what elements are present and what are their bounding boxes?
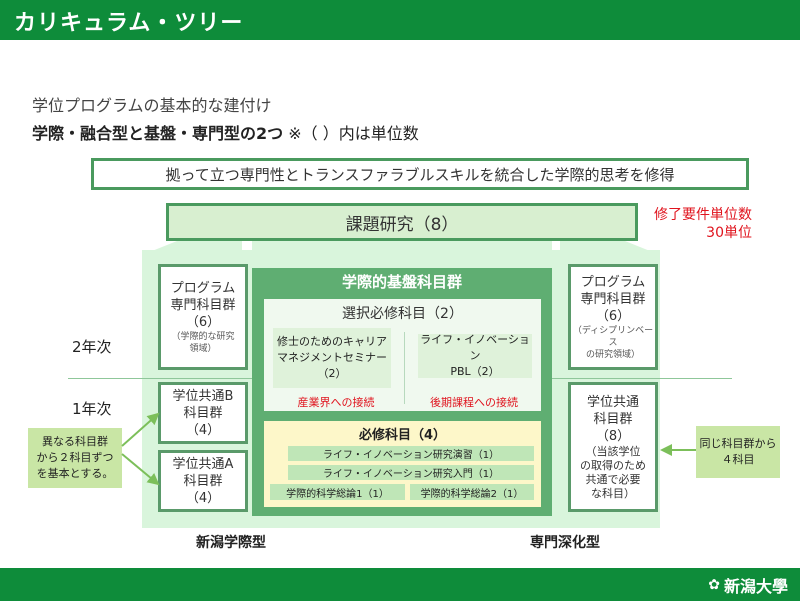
required-title: 必修科目（4） [358,428,447,443]
right-common-l7: な科目） [591,486,635,500]
left-common-a-l1: 学位共通A [172,456,234,472]
elective-title: 選択必修科目（2） [342,306,463,322]
elective-divider [404,332,405,404]
right-program-s2: の研究領域） [585,349,640,360]
intro-line1: 学位プログラムの基本的な建付け [32,96,272,115]
requirement-line1: 修了要件単位数 [654,207,752,223]
right-common-l6: 共通で必要 [585,472,641,486]
course2-l2: PBL（2） [450,365,500,378]
emblem-icon: ✿ [708,577,720,593]
right-common-l5: の取得のため [580,458,646,472]
right-note-arrow [660,444,696,456]
goal-box: 拠って立つ専門性とトランスファラブルスキルを統合した学際的思考を修得 [91,158,749,190]
right-program-s1: （ディシプリンベース [572,325,654,348]
course1-l2: マネジメントセミナー [277,351,387,364]
left-note-box: 異なる科目群 から２科目ずつ を基本とする。 [28,428,122,488]
required-item-science2: 学際的科学総論2（1） [410,484,534,500]
right-common-l1: 学位共通 [586,394,639,410]
university-logo-text: 新潟大學 [723,577,788,596]
link-industry: 産業界への接続 [297,396,375,409]
center-title: 学際的基盤科目群 [341,273,462,291]
link-doctoral: 後期課程への接続 [430,396,518,409]
right-common-l3: （8） [595,428,631,444]
year2-label: 2年次 [72,338,112,356]
left-common-b-l2: 科目群 [183,405,223,421]
left-program-l1: プログラム [170,280,236,296]
left-program-l2: 専門科目群 [170,297,236,313]
right-program-l1: プログラム [580,274,646,290]
course1-l3: （2） [317,367,347,380]
intro-line2-rest: ※（ ）内は単位数 [288,124,419,143]
required-item-science1: 学際的科学総論1（1） [270,484,405,500]
required-item-intro: ライフ・イノベーション研究入門（1） [288,465,534,480]
left-common-b-l1: 学位共通B [172,388,234,404]
year1-label: 1年次 [72,400,112,418]
left-common-b-l3: （4） [185,422,221,438]
left-program-s2: 領域） [189,343,217,354]
left-note-l3: を基本とする。 [36,467,114,480]
requirement-note: 修了要件単位数 30単位 [654,206,752,242]
page-title: カリキュラム・ツリー [14,11,244,36]
elective-course-career-seminar: 修士のためのキャリア マネジメントセミナー （2） [273,328,391,388]
left-common-b-box: 学位共通B 科目群 （4） [158,382,248,444]
footer-bar [0,568,800,601]
left-type-label: 新潟学際型 [196,535,266,551]
left-common-a-l2: 科目群 [183,473,223,489]
left-note-l1: 異なる科目群 [42,435,108,448]
elective-course-pbl: ライフ・イノベーション PBL（2） [418,333,532,378]
header-bar [0,0,800,40]
left-note-l2: から２科目ずつ [36,451,114,464]
left-common-a-box: 学位共通A 科目群 （4） [158,450,248,512]
left-note-arrows [121,412,160,486]
university-logo: ✿ 新潟大學 [708,573,788,597]
right-common-box: 学位共通 科目群 （8） （当該学位 の取得のため 共通で必要 な科目） [568,382,658,512]
requirement-line2: 30単位 [706,225,752,241]
right-common-l4: （当該学位 [585,444,641,458]
intro-line2: 学際・融合型と基盤・専門型の2つ ※（ ）内は単位数 [32,120,419,144]
left-common-a-l3: （4） [185,490,221,506]
right-common-l2: 科目群 [593,411,633,427]
course1-l1: 修士のためのキャリア [277,335,387,348]
left-program-l3: （6） [185,314,221,330]
left-program-s1: （学際的な研究 [171,331,235,342]
course2-l1: ライフ・イノベーション [420,333,530,362]
required-item-seminar: ライフ・イノベーション研究演習（1） [288,446,534,461]
right-note-l2: ４科目 [721,453,755,466]
right-program-l3: （6） [595,308,631,324]
research-box: 課題研究（8） [166,203,638,241]
left-program-box: プログラム 専門科目群 （6） （学際的な研究 領域） [158,264,248,370]
right-note-l1: 同じ科目群から [699,437,777,450]
right-note-box: 同じ科目群から ４科目 [696,426,780,478]
right-program-box: プログラム 専門科目群 （6） （ディシプリンベース の研究領域） [568,264,658,370]
right-program-l2: 専門科目群 [580,291,646,307]
intro-line2-bold: 学際・融合型と基盤・専門型の2つ [32,124,284,143]
right-type-label: 専門深化型 [530,535,600,551]
